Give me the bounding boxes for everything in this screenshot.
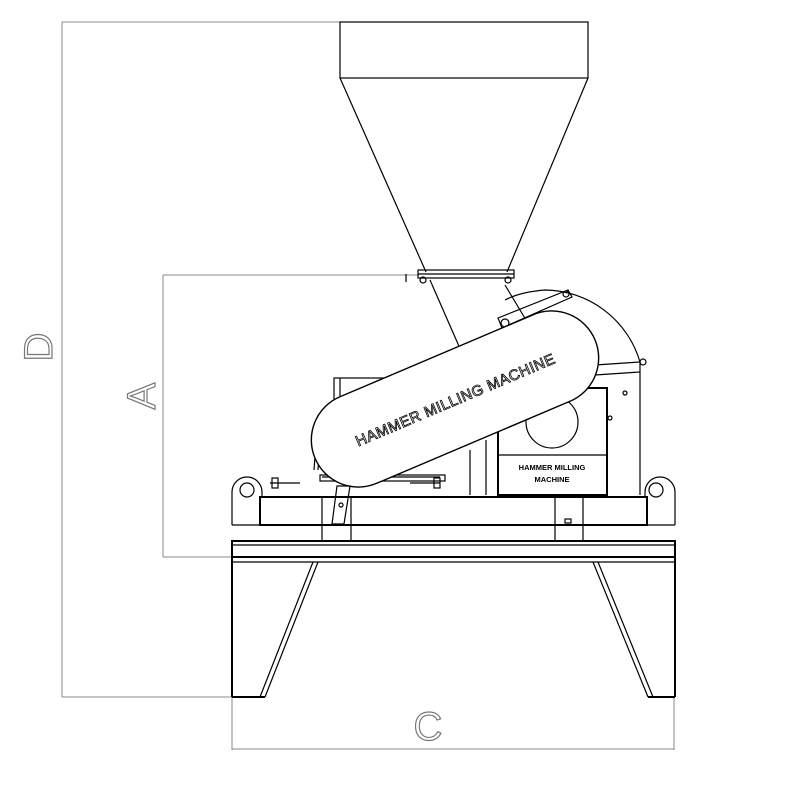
dimension-c-label: C (414, 705, 443, 749)
dimension-d: D (16, 21, 340, 698)
dimension-a-label: A (120, 382, 164, 409)
stand (231, 540, 676, 698)
dimension-c: C (231, 697, 675, 750)
base-frame (231, 476, 676, 541)
tension-bracket (331, 485, 351, 525)
nameplate-line2: MACHINE (535, 475, 570, 484)
hopper (339, 21, 589, 361)
dimension-d-label: D (17, 333, 61, 362)
nameplate-line1: HAMMER MILLING (519, 463, 586, 472)
dimension-a: A (119, 274, 418, 558)
